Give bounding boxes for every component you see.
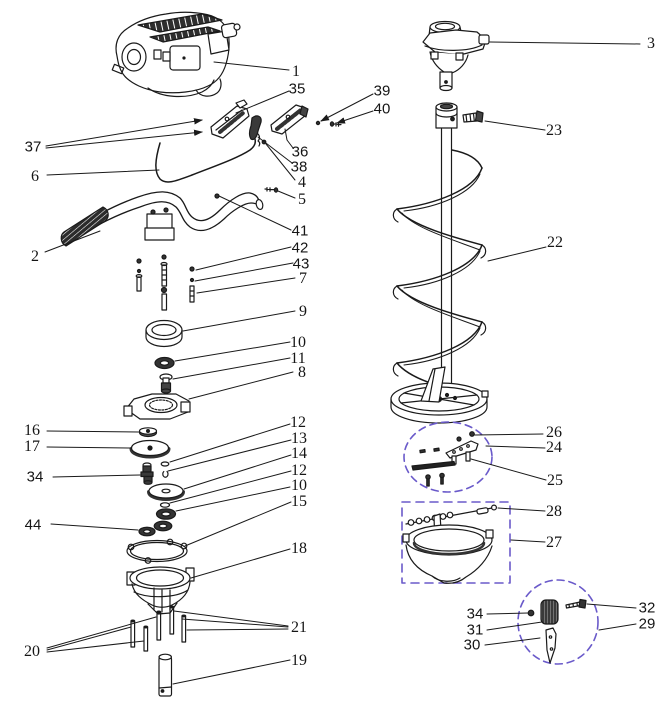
part-40-screw — [329, 121, 342, 127]
part-35-bracket — [210, 99, 250, 139]
part-28-lanyard — [405, 504, 498, 526]
part-30-blade — [545, 627, 557, 664]
part-19-output-shaft — [158, 653, 173, 697]
part-10-bearing-lower — [155, 508, 177, 520]
parts-20-21-studs — [130, 605, 187, 652]
part-31-sheath — [540, 599, 559, 625]
part-8-upper-housing — [123, 393, 191, 420]
part-27-guard-bowl — [402, 513, 494, 584]
part-9-cup — [145, 319, 183, 348]
group-blade-kit — [517, 579, 599, 665]
part-41-screw — [214, 193, 220, 199]
part-3-gear-head — [422, 20, 490, 92]
part-13-clip — [162, 470, 169, 478]
part-34-nut — [527, 609, 535, 617]
part-10-bearing-upper — [154, 356, 175, 370]
part-16-washer-gear — [138, 427, 158, 438]
part-6-cable — [155, 138, 256, 183]
part-17-gear — [129, 439, 171, 459]
part-38-trigger — [248, 115, 262, 147]
part-14-gear — [147, 483, 185, 501]
part-36-bracket — [270, 104, 309, 135]
part-5-screw — [264, 187, 279, 193]
blade-strip — [411, 460, 456, 471]
part-15-gasket — [126, 538, 188, 564]
leader-lines — [44, 41, 641, 685]
part-26-screws — [456, 431, 475, 442]
bearing-extra — [153, 520, 173, 532]
part-34-pinion-shaft — [140, 462, 154, 485]
parts-42-43-7-fasteners — [135, 254, 195, 311]
part-22-auger — [390, 102, 489, 424]
part-12-ring-lower — [159, 502, 171, 508]
part-25-pins — [425, 451, 471, 487]
part-39-screw — [315, 120, 321, 126]
group-blade-carrier — [403, 421, 493, 493]
part-11-fitting — [159, 373, 173, 394]
part-24-carrier-bar — [445, 440, 479, 459]
part-18-lower-housing — [126, 566, 195, 615]
part-1-engine — [111, 11, 241, 98]
part-44-bearing — [138, 526, 156, 537]
part-23-bolt — [462, 110, 484, 123]
part-12-ring-upper — [160, 461, 170, 467]
part-2-handlebar — [60, 191, 264, 247]
part-32-screw — [565, 598, 587, 609]
group-blade-guard — [401, 501, 511, 584]
